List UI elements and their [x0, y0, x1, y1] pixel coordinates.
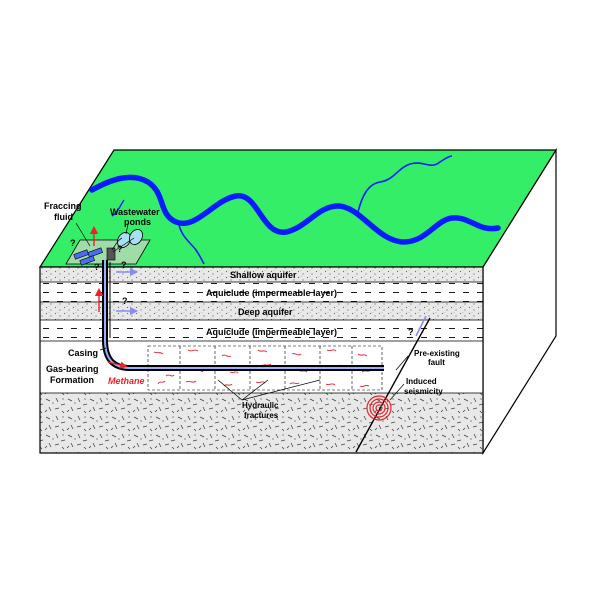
label-deep-aquifer: Deep aquifer [238, 307, 293, 317]
label-fraccing-fluid-2: fluid [54, 212, 73, 222]
question-mark-6: ? [408, 327, 414, 337]
river-main [89, 174, 501, 245]
wastewater-pond-2 [129, 229, 143, 245]
label-gas-bearing-2: Formation [50, 375, 94, 385]
seismicity-rings [366, 395, 392, 421]
fault-leak [415, 315, 427, 337]
question-mark-2: ? [94, 262, 100, 272]
label-casing: Casing [68, 348, 98, 358]
leader-lines [75, 222, 409, 401]
label-gas-bearing-1: Gas-bearing [46, 364, 99, 374]
layer-basement [40, 393, 483, 453]
question-mark-5: ? [122, 296, 128, 306]
label-aquiclude-bottom: Aquiclude (impermeable layer) [206, 327, 337, 337]
layer-deep-aquifer [40, 302, 483, 320]
label-shallow-aquifer: Shallow aquifer [230, 270, 297, 280]
river-tributary-right [357, 155, 453, 213]
storage-tank-1 [73, 249, 89, 260]
label-hydraulic-2: fractures [244, 411, 279, 420]
pre-existing-fault [355, 317, 431, 453]
question-mark-3: ? [117, 244, 123, 254]
label-wastewater-2: ponds [124, 217, 151, 227]
pond-pipes [111, 237, 135, 253]
river-tributary-left [177, 219, 205, 265]
label-seismicity-2: seismicity [404, 387, 443, 396]
question-mark-1: ? [70, 238, 76, 248]
label-fault-1: Pre-existing [414, 349, 460, 358]
label-aquiclude-top: Aquiclude (impermeable layer) [206, 288, 337, 298]
river-tributary-pond [111, 199, 125, 217]
layer-shallow-aquifer [40, 267, 483, 282]
label-seismicity-1: Induced [406, 377, 437, 386]
label-methane: Methane [108, 376, 145, 386]
layer-aquiclude-bottom [40, 320, 483, 341]
well-bore-inner [104, 260, 384, 369]
storage-tank-3 [79, 255, 95, 266]
storage-tank-2 [87, 247, 103, 258]
label-wastewater-1: Wastewater [110, 207, 160, 217]
label-fault-2: fault [428, 358, 445, 367]
label-hydraulic-1: Hydraulic [242, 401, 279, 410]
label-fraccing-fluid-1: Fraccing [44, 201, 82, 211]
layer-aquiclude-top [40, 282, 483, 302]
well-head [106, 247, 116, 261]
question-mark-4: ? [121, 260, 127, 270]
methane-arrow-in [107, 361, 128, 369]
